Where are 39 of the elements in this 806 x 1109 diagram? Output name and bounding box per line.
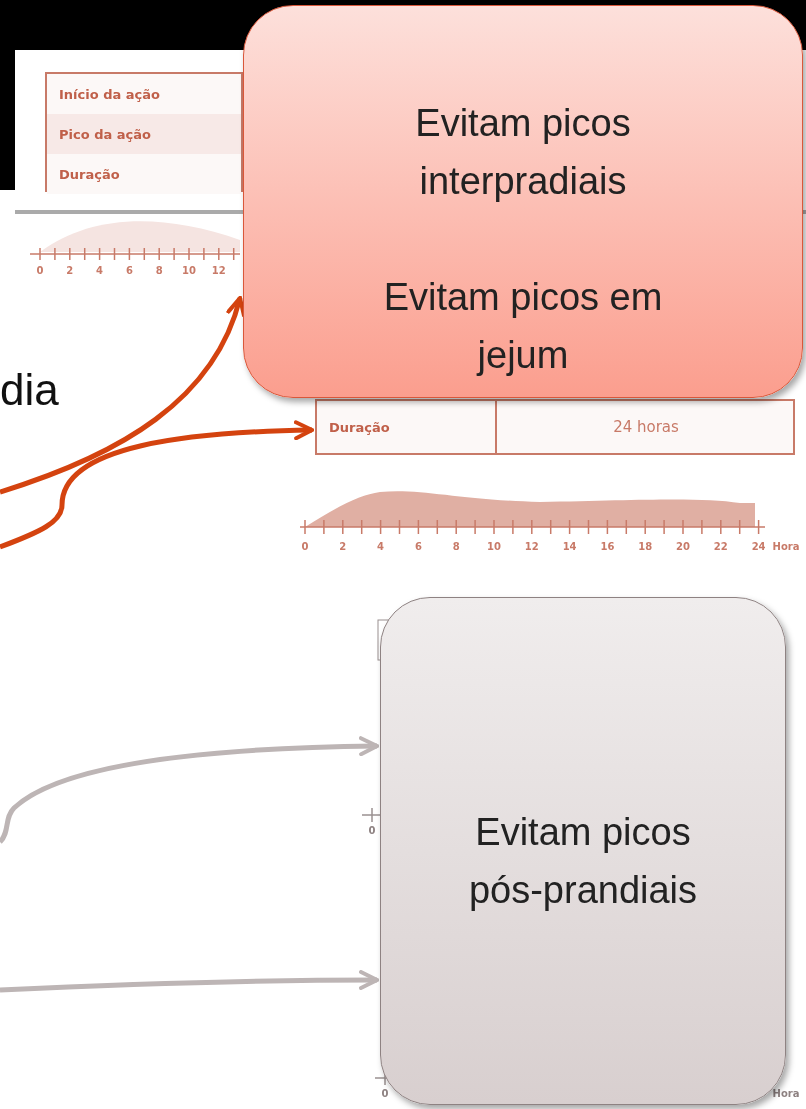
tick-label: 12 — [211, 265, 226, 276]
tick-label: 8 — [452, 541, 460, 552]
tick-label: 6 — [414, 541, 422, 552]
table — [315, 399, 795, 455]
tick-label: 4 — [377, 541, 385, 552]
callout-box — [243, 5, 803, 398]
tick-label: 2 — [339, 541, 347, 552]
table-cell: Duração — [47, 154, 241, 194]
tick-label: Hora — [772, 541, 800, 552]
tick-label: 18 — [638, 541, 653, 552]
tick-label: 0 — [36, 265, 44, 276]
tick-label: 6 — [125, 265, 133, 276]
tick-label: 16 — [600, 541, 615, 552]
tick-label: 2 — [66, 265, 74, 276]
arrow — [0, 296, 245, 495]
table-cell: Pico da ação — [47, 114, 241, 154]
box-text: Evitam picos em jejum — [382, 275, 664, 378]
tick-label: 0 — [301, 541, 309, 552]
tick-label: 22 — [713, 541, 728, 552]
tick-label: 4 — [96, 265, 104, 276]
tick-label: Hora — [772, 1088, 800, 1099]
tick-label: 14 — [562, 541, 577, 552]
arrow — [0, 420, 314, 550]
tick-label: 0 — [381, 1088, 389, 1099]
table-cell: Início da ação — [47, 74, 241, 114]
tick-label: 24 — [751, 541, 766, 552]
tick-label: 10 — [487, 541, 501, 552]
tick-label: 10 — [182, 265, 196, 276]
tick-label: 12 — [524, 541, 539, 552]
table-cell: 24 horas — [495, 401, 795, 453]
box-text: Evitam picos pós-prandiais — [467, 810, 699, 913]
table-cell-text: Duração — [328, 418, 391, 437]
box-text: Evitam picos interpradiais — [414, 101, 632, 204]
arrow — [0, 736, 379, 844]
table — [45, 72, 243, 192]
tick-label: 20 — [676, 541, 690, 552]
tick-label: 8 — [155, 265, 163, 276]
arrow — [0, 970, 379, 993]
slide-text: dia — [0, 365, 59, 415]
